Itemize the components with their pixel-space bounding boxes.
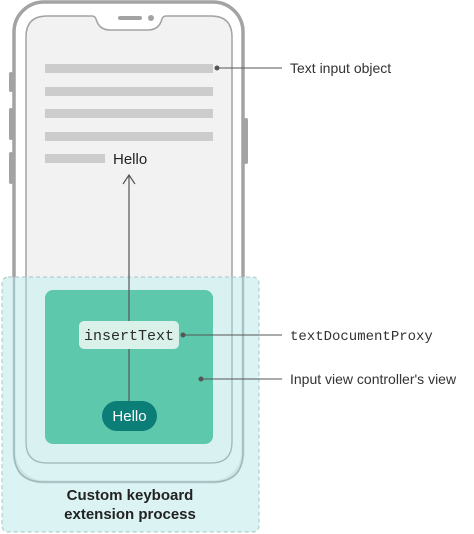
input-view-controller-label: Input view controller's view	[290, 371, 457, 387]
speaker-grille	[118, 16, 142, 20]
text-document-proxy-label: textDocumentProxy	[290, 329, 433, 345]
phone-side-button-volume-up	[9, 108, 13, 140]
process-caption-line-1: Custom keyboard	[67, 487, 194, 504]
text-line-3	[45, 109, 213, 118]
insert-text-chip	[79, 321, 179, 349]
process-caption-line-2: extension process	[64, 506, 196, 523]
text-line-2	[45, 87, 213, 96]
text-line-1	[45, 64, 213, 73]
phone-bottom-edge-overlay	[25, 277, 233, 464]
phone-frame-edge-overlay	[13, 277, 244, 483]
insert-text-label: insertText	[84, 328, 174, 345]
hello-key[interactable]	[102, 401, 157, 431]
phone-side-button-power	[244, 118, 248, 164]
hello-key-label: Hello	[112, 408, 146, 425]
inserted-text: Hello	[113, 151, 147, 168]
phone-side-button-volume-down	[9, 152, 13, 184]
text-input-object-label: Text input object	[290, 60, 391, 76]
arrow-head-icon	[122, 173, 136, 185]
text-line-5	[45, 154, 105, 163]
front-camera	[148, 15, 154, 21]
text-line-4	[45, 132, 213, 141]
phone-side-button-mute	[9, 72, 13, 92]
